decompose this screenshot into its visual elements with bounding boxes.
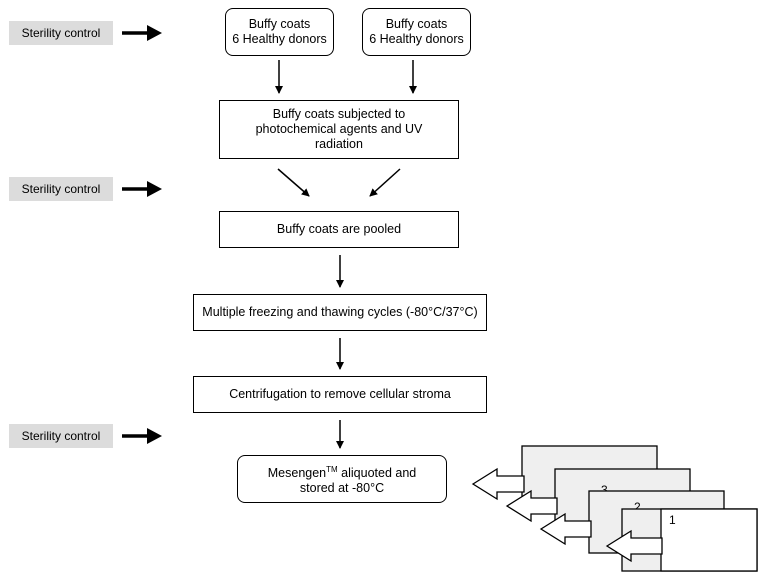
sterility-arrow-1 bbox=[122, 25, 162, 41]
aliquot-label-3: 3 bbox=[601, 483, 608, 497]
donor-box-left-line2: 6 Healthy donors bbox=[232, 32, 327, 46]
final-product-box: MesengenTM aliquoted and stored at -80°C bbox=[237, 455, 447, 503]
sterility-control-label-2: Sterility control bbox=[9, 177, 113, 201]
trademark-mark: TM bbox=[326, 465, 338, 474]
donor-box-left: Buffy coats 6 Healthy donors bbox=[225, 8, 334, 56]
freezing-step-box: Multiple freezing and thawing cycles (-8… bbox=[193, 294, 487, 331]
donor-box-right-line2: 6 Healthy donors bbox=[369, 32, 464, 46]
aliquot-label-2: 2 bbox=[634, 500, 641, 514]
donor-box-right: Buffy coats 6 Healthy donors bbox=[362, 8, 471, 56]
arrow-treatment-to-pooled-left bbox=[277, 168, 310, 197]
product-name: Mesengen bbox=[267, 466, 327, 480]
aliquot-card-1: 1 bbox=[605, 508, 758, 572]
freezing-step-text: Multiple freezing and thawing cycles (-8… bbox=[202, 305, 478, 319]
donor-box-left-line1: Buffy coats bbox=[248, 17, 311, 31]
pooled-step-box: Buffy coats are pooled bbox=[219, 211, 459, 248]
final-product-line1-rest: aliquoted and bbox=[337, 466, 417, 480]
pooled-step-text: Buffy coats are pooled bbox=[276, 222, 402, 236]
centrifugation-step-text: Centrifugation to remove cellular stroma bbox=[229, 387, 451, 401]
final-product-line2: stored at -80°C bbox=[299, 481, 385, 495]
treatment-step-text: Buffy coats subjected to photochemical a… bbox=[255, 107, 423, 151]
arrow-treatment-to-pooled-right bbox=[369, 168, 401, 197]
sterility-control-label-1: Sterility control bbox=[9, 21, 113, 45]
final-product-line1: MesengenTM aliquoted and bbox=[268, 462, 416, 481]
centrifugation-step-box: Centrifugation to remove cellular stroma bbox=[193, 376, 487, 413]
sterility-control-label-3: Sterility control bbox=[9, 424, 113, 448]
treatment-step-box: Buffy coats subjected to photochemical a… bbox=[219, 100, 459, 159]
aliquot-label-1: 1 bbox=[669, 513, 676, 527]
sterility-arrow-2 bbox=[122, 181, 162, 197]
donor-box-right-line1: Buffy coats bbox=[385, 17, 448, 31]
sterility-arrow-3 bbox=[122, 428, 162, 444]
